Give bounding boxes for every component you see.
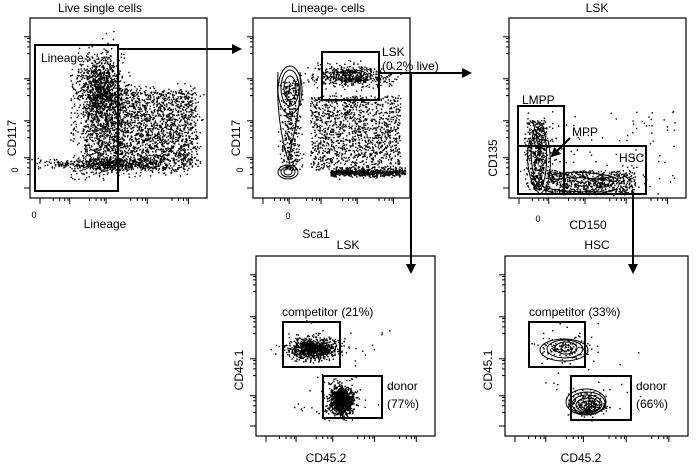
- gate-label-competitor: competitor (21%): [282, 305, 373, 319]
- x-axis-label: CD45.2: [306, 451, 347, 465]
- scatter-dots: [270, 320, 391, 422]
- axis-ticks: [250, 274, 417, 442]
- panel-lsk-cd150-cd135: LSK LMPP MPP HSC CD150 CD135 0: [486, 1, 687, 232]
- plot-frame: [29, 17, 208, 199]
- panel-title: LSK: [586, 1, 609, 15]
- gate-label-hsc: HSC: [619, 151, 645, 165]
- gate-lineage-negative: [34, 44, 119, 192]
- y-axis-label: CD117: [229, 119, 243, 156]
- y-axis-label: CD135: [486, 139, 500, 177]
- gate-label-lsk: LSK: [382, 45, 405, 59]
- x-tick-zero: 0: [285, 211, 290, 221]
- panel-hsc-chimerism: HSC competitor (33%) donor (66%) CD45.2 …: [481, 238, 689, 465]
- gate-hsc: [517, 145, 647, 195]
- x-axis-label: CD150: [569, 218, 607, 232]
- gate-label-donor-percent: (77%): [387, 397, 419, 411]
- y-axis-label: CD45.1: [232, 349, 246, 390]
- axis-ticks: [503, 36, 668, 204]
- density-contours: [539, 338, 607, 416]
- panel-lsk-chimerism: LSK competitor (21%) donor (77%) CD45.2 …: [232, 238, 436, 465]
- y-axis-label: CD45.1: [481, 349, 495, 390]
- gate-competitor: [528, 321, 586, 368]
- y-tick-zero: 0: [10, 167, 20, 172]
- gate-label-competitor: competitor (33%): [529, 305, 620, 319]
- gate-label-lmpp: LMPP: [522, 93, 555, 107]
- panel-title: LSK: [337, 238, 360, 252]
- density-contours: [527, 122, 620, 195]
- plot-frame: [508, 17, 687, 199]
- gate-label-lineage: Lineage-: [41, 51, 88, 65]
- scatter-dots: [31, 30, 205, 181]
- panel-title: Lineage- cells: [291, 1, 365, 15]
- panel-live-single-cells: Live single cells Lineage- Lineage CD117…: [5, 1, 208, 231]
- scatter-dots: [531, 322, 642, 422]
- gate-label-donor: donor: [636, 379, 667, 393]
- x-axis-label: Lineage: [84, 217, 127, 231]
- gate-label-donor-percent: (66%): [636, 397, 668, 411]
- plot-frame: [504, 255, 689, 437]
- gate-label-mpp: MPP: [572, 125, 598, 139]
- panel-title: HSC: [584, 238, 610, 252]
- gate-lsk: [321, 51, 380, 101]
- scatter-dots: [277, 60, 408, 180]
- axis-ticks: [499, 274, 670, 442]
- axis-ticks: [24, 36, 189, 204]
- x-axis-label: CD45.2: [561, 451, 602, 465]
- gate-donor: [322, 375, 383, 419]
- x-tick-zero: 0: [31, 210, 36, 220]
- gating-flow-arrows: [118, 44, 638, 274]
- axis-ticks: [247, 36, 394, 204]
- gate-donor: [570, 375, 632, 421]
- gate-label-lsk-percent: (0.2% live): [382, 59, 439, 73]
- gate-label-donor: donor: [387, 379, 418, 393]
- density-contours: [277, 65, 369, 180]
- gate-competitor: [282, 321, 341, 368]
- x-axis-label: Sca1: [302, 227, 330, 241]
- panel-title: Live single cells: [58, 1, 142, 15]
- y-axis-label: CD117: [5, 119, 19, 156]
- y-tick-zero: 0: [235, 167, 245, 172]
- x-tick-zero: 0: [535, 214, 540, 224]
- mpp-pointer-arrow: [550, 137, 571, 158]
- plot-frame: [255, 255, 436, 437]
- panel-lineage-negative-cells: Lineage- cells LSK (0.2% live) Sca1 CD11…: [229, 1, 439, 241]
